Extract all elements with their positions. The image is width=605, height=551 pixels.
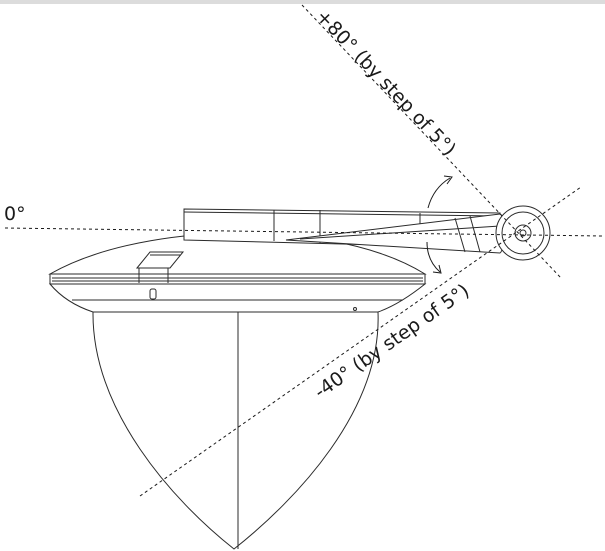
dome-outline	[92, 311, 379, 550]
housing-screw	[353, 307, 357, 311]
pivot-joint	[495, 205, 551, 261]
down-arrowhead	[432, 264, 442, 274]
camera-housing	[48, 232, 427, 313]
plus-80-label: +80° (by step of 5°)	[311, 5, 460, 160]
down-arrow-arc	[426, 241, 441, 273]
latch	[135, 251, 185, 269]
zero-degree-line	[4, 227, 604, 237]
housing-skirt	[48, 283, 427, 313]
rotation-arrows	[426, 175, 453, 274]
top-band	[0, 0, 605, 4]
up-arrow-arc	[427, 177, 451, 209]
housing-rim	[49, 273, 426, 285]
camera-dome	[92, 311, 379, 550]
zero-degree-label: 0°	[4, 203, 26, 225]
plus-80-line	[301, 4, 562, 279]
latch-tab	[149, 288, 157, 300]
reference-lines	[4, 4, 604, 497]
up-arrowhead	[443, 175, 453, 185]
